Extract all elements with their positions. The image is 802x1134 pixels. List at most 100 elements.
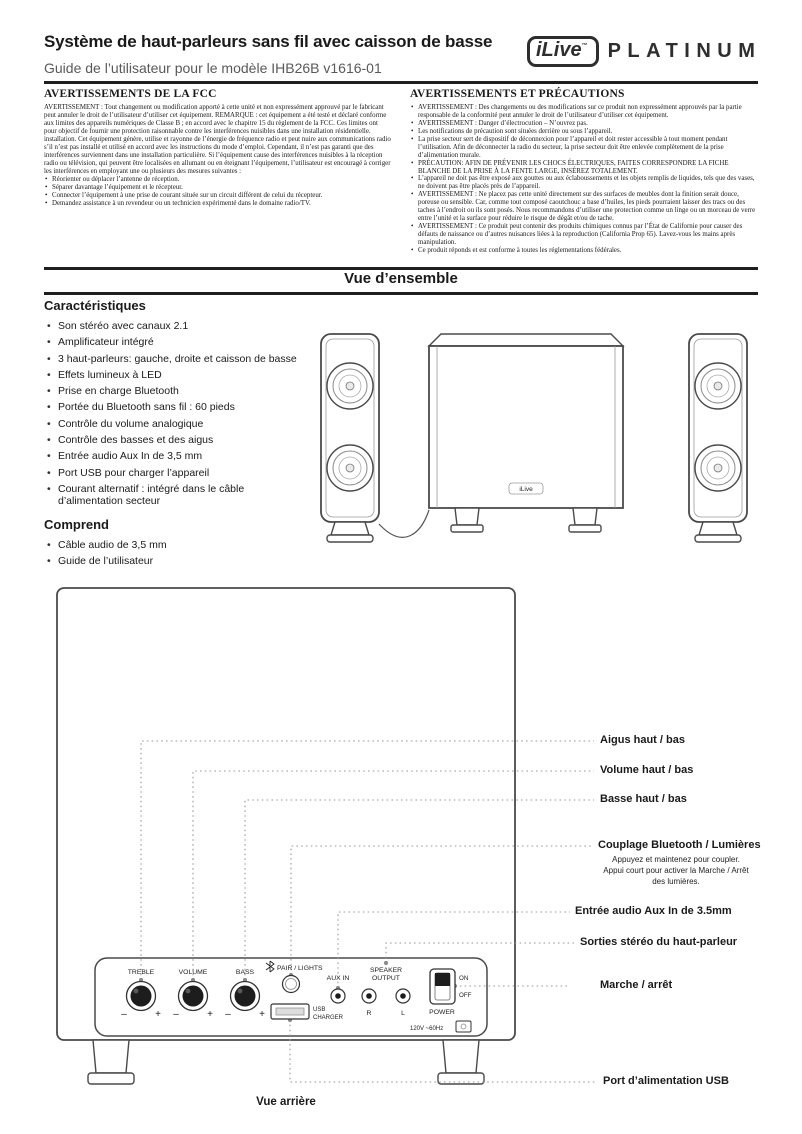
precaution-item: AVERTISSEMENT : Danger d’électrocution –…	[410, 120, 758, 128]
control-panel	[94, 957, 488, 1037]
subwoofer-logo-badge	[508, 482, 544, 495]
cabinet-foot-right	[437, 1039, 485, 1085]
feature-item: Contrôle du volume analogique	[44, 418, 306, 431]
fuse-holder	[455, 1020, 472, 1033]
speaker-driver	[694, 444, 742, 492]
callout-line-aux	[337, 911, 570, 988]
bass-plus-label: +	[259, 1009, 265, 1020]
callout-power: Marche / arrêt	[600, 979, 673, 991]
feature-item: Contrôle des basses et des aigus	[44, 434, 306, 447]
volume-label: VOLUME	[179, 969, 208, 976]
precaution-item: AVERTISSEMENT : Ne placez pas cette unit…	[410, 191, 758, 223]
voltage-label: 120V ~60Hz	[410, 1026, 443, 1032]
fcc-bullet-item: Demandez assistance à un revendeur ou un…	[44, 200, 392, 208]
bass-label: BASS	[236, 969, 255, 976]
callout-aux-in: Entrée audio Aux In de 3.5mm	[575, 905, 732, 917]
fcc-section: AVERTISSEMENTS DE LA FCC AVERTISSEMENT :…	[44, 88, 392, 255]
volume-plus-label: +	[207, 1009, 213, 1020]
precaution-item: PRÉCAUTION: AFIN DE PRÉVENIR LES CHOCS É…	[410, 160, 758, 176]
callout-bass: Basse haut / bas	[600, 793, 687, 805]
usb-label-line2: CHARGER	[313, 1015, 344, 1021]
treble-plus-label: +	[155, 1009, 161, 1020]
audio-cable	[378, 509, 430, 538]
ilive-logo-text: iLive	[536, 39, 582, 61]
overview-divider-bottom	[44, 292, 758, 295]
jack-r-label: R	[367, 1010, 372, 1017]
feature-item: Courant alternatif : intégré dans le câb…	[44, 483, 306, 508]
feature-item: Portée du Bluetooth sans fil : 60 pieds	[44, 401, 306, 414]
include-item: Câble audio de 3,5 mm	[44, 539, 306, 552]
fcc-bullet-list: Réorienter ou déplacer l’antenne de réce…	[44, 176, 392, 208]
brand-logo: iLive™ PLATINUM	[527, 36, 761, 67]
left-speaker	[320, 333, 380, 543]
fcc-heading: AVERTISSEMENTS DE LA FCC	[44, 88, 217, 100]
power-switch	[429, 968, 456, 1005]
precautions-bullet-list: AVERTISSEMENT : Des changements ou des m…	[410, 104, 758, 255]
header-divider	[44, 81, 758, 84]
bass-minus-label: –	[225, 1009, 231, 1020]
feature-item: 3 haut-parleurs: gauche, droite et caiss…	[44, 353, 306, 366]
callout-speaker-output: Sorties stéréo du haut-parleur	[580, 936, 738, 948]
aux-in-jack	[330, 988, 346, 1004]
usb-label-line1: USB	[313, 1007, 325, 1013]
rear-panel-illustration: TREBLE – + VOLUME – + BASS – + PAIR / LI…	[56, 587, 597, 1085]
volume-minus-label: –	[173, 1009, 179, 1020]
treble-label: TREBLE	[128, 969, 155, 976]
fcc-paragraph: AVERTISSEMENT : Tout changement ou modif…	[44, 104, 391, 175]
fcc-bullet-item: Connecter l’équipement à une prise de co…	[44, 192, 392, 200]
speakers-illustration: iLive	[320, 333, 748, 543]
includes-heading: Comprend	[44, 516, 109, 532]
fcc-bullet-item: Réorienter ou déplacer l’antenne de réce…	[44, 176, 392, 184]
platinum-logo-text: PLATINUM	[607, 40, 762, 62]
bass-knob	[229, 980, 261, 1012]
callout-line-volume	[192, 770, 594, 980]
power-off-label: OFF	[459, 992, 472, 999]
features-list: Son stéréo avec canaux 2.1 Amplificateur…	[44, 320, 306, 508]
power-label: POWER	[429, 1009, 455, 1016]
jack-l-label: L	[401, 1010, 405, 1017]
speaker-output-label-line2: OUTPUT	[372, 975, 400, 982]
subwoofer-foot	[454, 507, 480, 526]
precaution-item: AVERTISSEMENT : Des changements ou des m…	[410, 104, 758, 120]
aux-in-label: AUX IN	[327, 975, 350, 982]
volume-knob	[177, 980, 209, 1012]
precaution-item: La prise secteur sert de dispositif de d…	[410, 136, 758, 160]
precaution-item: L’appareil ne doit pas être exposé aux g…	[410, 175, 758, 191]
features-heading: Caractéristiques	[44, 298, 146, 313]
speaker-driver	[694, 362, 742, 410]
subwoofer-cabinet-rear	[56, 587, 516, 1041]
callout-treble: Aigus haut / bas	[600, 734, 685, 746]
pair-lights-button	[281, 974, 301, 994]
speaker-driver	[326, 444, 374, 492]
page-subtitle: Guide de l’utilisateur pour le modèle IH…	[44, 60, 382, 76]
precaution-item: Ce produit réponds et est conforme à tou…	[410, 247, 758, 255]
include-item: Guide de l’utilisateur	[44, 555, 306, 568]
bluetooth-icon	[265, 960, 275, 973]
callout-usb: Port d’alimentation USB	[603, 1075, 729, 1087]
precaution-item: Les notifications de précaution sont sit…	[410, 128, 758, 136]
callout-line-usb	[289, 1020, 597, 1083]
callout-bluetooth: Couplage Bluetooth / Lumières	[598, 839, 761, 851]
callout-bluetooth-desc-line2: Appui court pour activer la Marche / Arr…	[603, 865, 749, 886]
right-speaker	[688, 333, 748, 543]
rear-view-caption: Vue arrière	[256, 1096, 316, 1108]
precaution-item: AVERTISSEMENT : Ce produit peut contenir…	[410, 223, 758, 247]
precautions-section: AVERTISSEMENTS ET PRÉCAUTIONS AVERTISSEM…	[410, 88, 758, 255]
speaker-driver	[326, 362, 374, 410]
subwoofer: iLive	[427, 333, 625, 533]
page-title: Système de haut-parleurs sans fil avec c…	[44, 32, 493, 51]
speaker-output-jack-r	[361, 988, 377, 1004]
callout-volume: Volume haut / bas	[600, 764, 694, 776]
feature-item: Effets lumineux à LED	[44, 369, 306, 382]
subwoofer-logo-text: iLive	[519, 486, 533, 493]
fcc-bullet-item: Séparer davantage l’équipement et le réc…	[44, 184, 392, 192]
pair-lights-label: PAIR / LIGHTS	[277, 965, 323, 972]
cabinet-foot-left	[87, 1039, 135, 1085]
overview-heading: Vue d’ensemble	[344, 270, 458, 287]
callout-line-speaker-output	[385, 942, 575, 963]
trademark-symbol: ™	[581, 43, 588, 49]
callout-bluetooth-desc: Appuyez et maintenez pour coupler. Appui…	[596, 855, 756, 887]
precautions-heading: AVERTISSEMENTS ET PRÉCAUTIONS	[410, 88, 625, 100]
warnings-section: AVERTISSEMENTS DE LA FCC AVERTISSEMENT :…	[44, 88, 758, 255]
